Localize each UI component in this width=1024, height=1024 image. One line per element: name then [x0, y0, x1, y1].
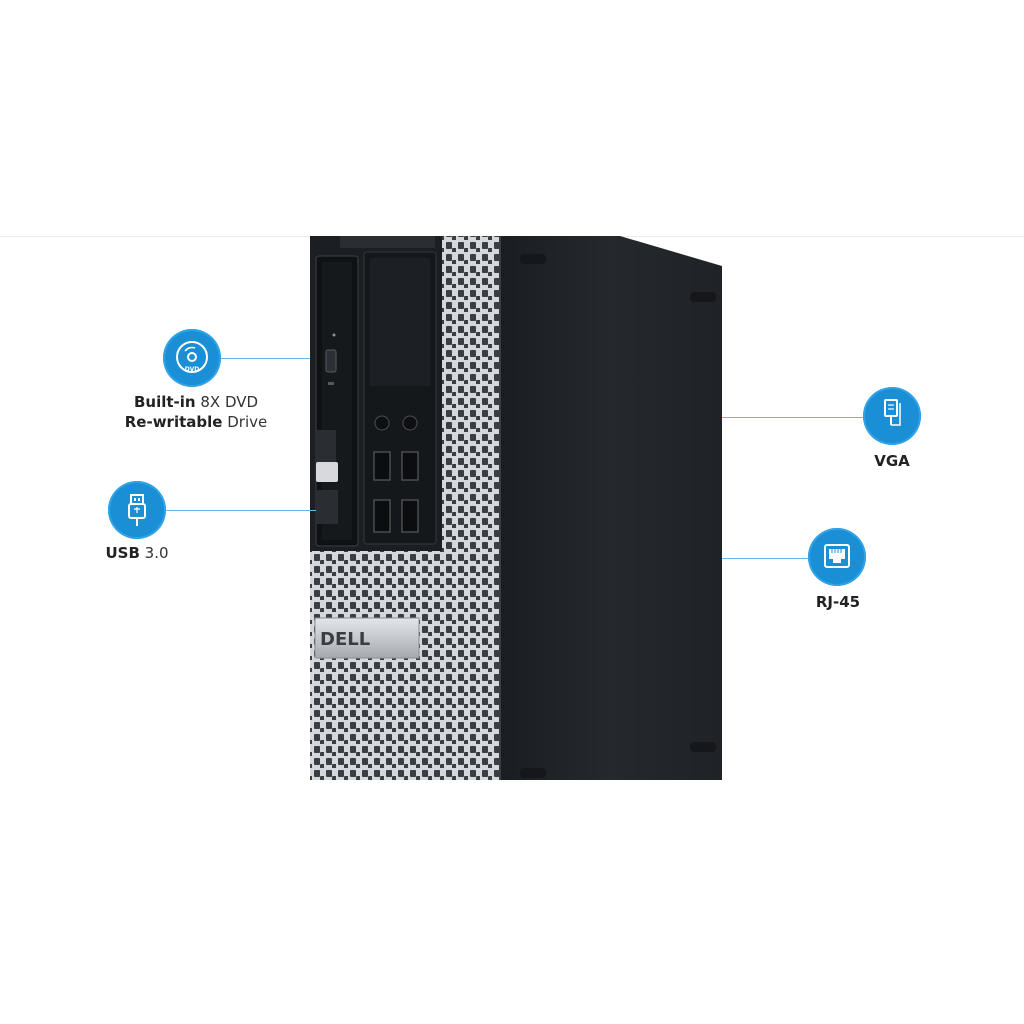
usb-caption-bold: USB — [105, 544, 140, 562]
dvd-icon-text: DVD — [185, 366, 200, 373]
usb-caption-rest: 3.0 — [144, 544, 169, 562]
dvd-caption: Built-in 8X DVD Re-writable Drive — [116, 392, 276, 432]
vga-caption: VGA — [874, 452, 910, 470]
ethernet-port-icon — [808, 528, 866, 586]
vga-port-icon — [863, 387, 921, 445]
dvd-connector-line — [220, 358, 310, 359]
dvd-caption-line1: Built-in 8X DVD — [133, 393, 259, 411]
vga-connector-line — [722, 417, 864, 418]
usb-icon — [108, 481, 166, 539]
svg-text:DELL: DELL — [320, 629, 370, 650]
usb-caption: USB 3.0 — [96, 543, 178, 563]
rj45-connector-line — [722, 558, 810, 559]
usb-connector-line — [166, 510, 316, 511]
dvd-caption-line2: Re-writable Drive — [124, 413, 268, 431]
rj45-caption: RJ-45 — [815, 593, 861, 611]
dvd-disc-icon: DVD — [163, 329, 221, 387]
